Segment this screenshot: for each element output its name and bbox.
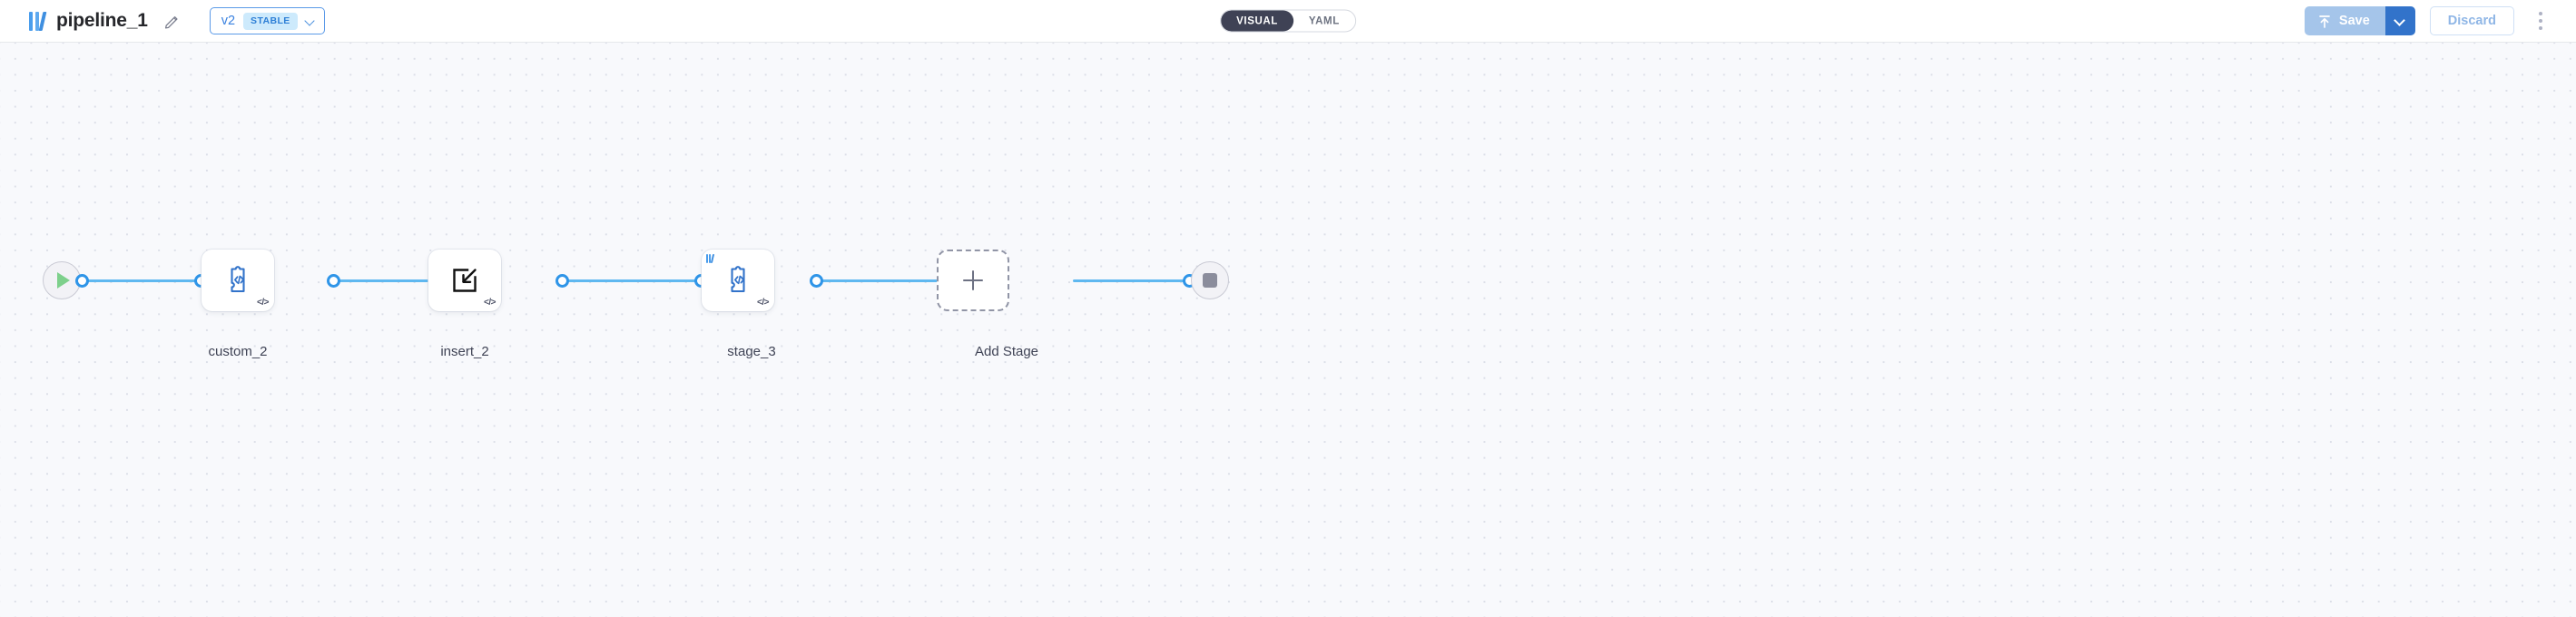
header-actions: Save Discard bbox=[2304, 6, 2576, 35]
discard-button[interactable]: Discard bbox=[2429, 6, 2514, 35]
puzzle-code-icon bbox=[231, 266, 245, 293]
save-button[interactable]: Save bbox=[2304, 6, 2385, 35]
pipeline-bars-logo-icon bbox=[29, 11, 47, 31]
save-button-group: Save bbox=[2304, 6, 2415, 35]
port-start-output[interactable] bbox=[75, 274, 89, 288]
chevron-down-icon bbox=[306, 16, 316, 26]
edge-start-to-custom2 bbox=[82, 279, 207, 282]
pencil-icon[interactable] bbox=[159, 7, 186, 34]
edge-insert2-to-stage3 bbox=[563, 279, 708, 282]
stage-node-insert-2[interactable]: </> bbox=[428, 250, 501, 311]
port-insert2-output[interactable] bbox=[556, 274, 569, 288]
stage-label-insert-2: insert_2 bbox=[440, 344, 489, 359]
view-mode-toggle[interactable]: VISUAL YAML bbox=[1220, 9, 1356, 33]
version-label: v2 bbox=[221, 14, 236, 28]
kebab-menu-icon[interactable] bbox=[2529, 7, 2552, 34]
header-left-group: pipeline_1 v2 STABLE bbox=[0, 7, 325, 34]
edge-custom2-to-insert2 bbox=[334, 279, 479, 282]
pipeline-canvas[interactable]: </> custom_2 </> insert_2 bbox=[0, 43, 2576, 617]
code-badge: </> bbox=[257, 298, 269, 308]
tab-visual[interactable]: VISUAL bbox=[1221, 10, 1293, 32]
discard-label: Discard bbox=[2447, 14, 2496, 28]
edge-stage3-to-addstage bbox=[817, 279, 944, 282]
pipeline-graph: </> custom_2 </> insert_2 bbox=[0, 43, 2576, 617]
add-stage-label: Add Stage bbox=[974, 344, 1039, 359]
add-stage-button[interactable] bbox=[937, 250, 1009, 311]
port-stage3-output[interactable] bbox=[810, 274, 823, 288]
edge-addstage-to-end bbox=[1073, 279, 1196, 282]
save-dropdown-button[interactable] bbox=[2384, 6, 2415, 35]
code-badge: </> bbox=[757, 298, 769, 308]
chevron-down-icon bbox=[2395, 16, 2405, 26]
save-label: Save bbox=[2338, 14, 2370, 28]
stage-label-custom-2: custom_2 bbox=[208, 344, 268, 359]
port-custom2-output[interactable] bbox=[327, 274, 340, 288]
stage-label-stage-3: stage_3 bbox=[727, 344, 776, 359]
stage-node-stage-3[interactable]: </> bbox=[702, 250, 774, 311]
version-selector[interactable]: v2 STABLE bbox=[209, 7, 325, 34]
insert-arrow-icon bbox=[453, 269, 477, 292]
upload-icon bbox=[2319, 15, 2330, 28]
top-bar: pipeline_1 v2 STABLE VISUAL YAML bbox=[0, 0, 2576, 43]
puzzle-code-icon bbox=[731, 266, 745, 293]
end-node[interactable] bbox=[1191, 261, 1229, 299]
stage-node-custom-2[interactable]: </> bbox=[202, 250, 274, 311]
play-icon bbox=[57, 272, 70, 289]
code-badge: </> bbox=[484, 298, 496, 308]
pipeline-bars-logo-icon bbox=[706, 253, 715, 263]
page-title: pipeline_1 bbox=[56, 10, 148, 31]
plus-icon bbox=[963, 270, 983, 290]
version-status-badge: STABLE bbox=[243, 12, 298, 30]
tab-yaml[interactable]: YAML bbox=[1308, 15, 1340, 26]
start-node[interactable] bbox=[43, 261, 81, 299]
stop-icon bbox=[1203, 273, 1217, 288]
